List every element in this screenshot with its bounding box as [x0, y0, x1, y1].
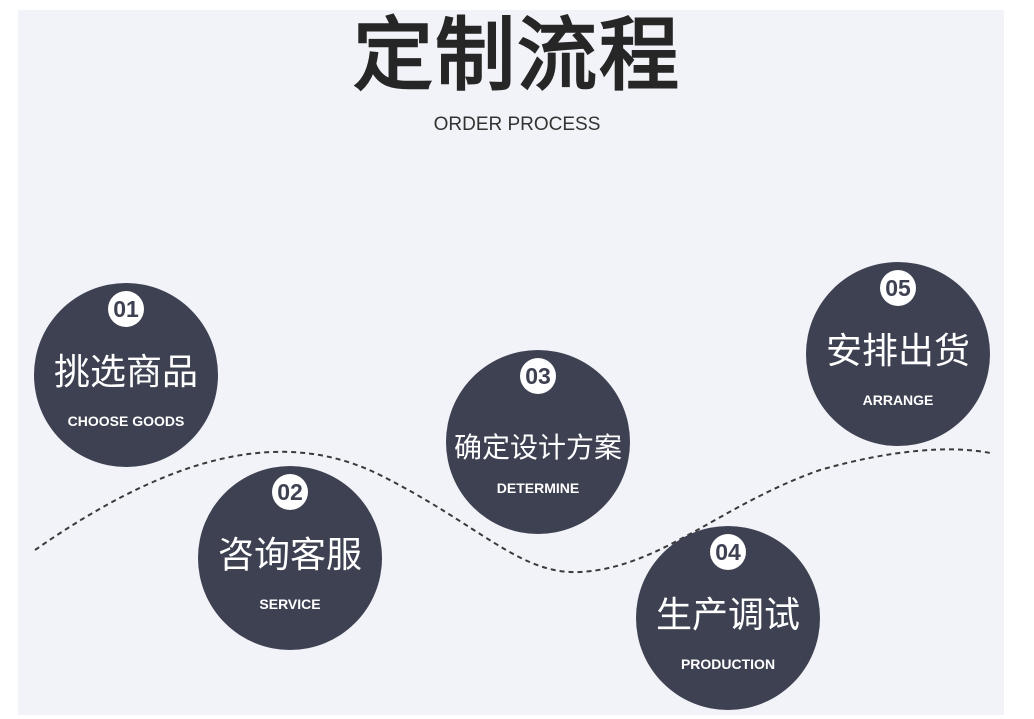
step-4-title-en: PRODUCTION [680, 656, 776, 672]
step-4-title-cn: 生产调试 [655, 595, 800, 636]
step-4-circle: 04 生产调试 PRODUCTION [636, 526, 820, 710]
step-5-circle: 05 安排出货 ARRANGE [806, 262, 990, 446]
step-3-title-en: DETERMINE [496, 480, 580, 496]
step-5-title-en: ARRANGE [862, 392, 934, 408]
step-3-title-cn: 确定设计方案 [453, 431, 622, 464]
step-3-circle: 03 确定设计方案 DETERMINE [446, 350, 630, 534]
step-5-title-cn: 安排出货 [825, 331, 970, 372]
step-1-title-en: CHOOSE GOODS [67, 413, 185, 429]
step-3-number: 03 [520, 358, 556, 394]
step-4-number: 04 [710, 534, 746, 570]
step-2-number: 02 [272, 474, 308, 510]
step-2-title-cn: 咨询客服 [217, 535, 362, 576]
page-title: 定制流程 [353, 9, 681, 102]
page-subtitle: ORDER PROCESS [433, 114, 601, 135]
step-2-circle: 02 咨询客服 SERVICE [198, 466, 382, 650]
step-2-title-en: SERVICE [259, 596, 321, 612]
step-1-circle: 01 挑选商品 CHOOSE GOODS [34, 283, 218, 467]
step-5-number: 05 [880, 270, 916, 306]
step-1-number: 01 [108, 291, 144, 327]
step-1-title-cn: 挑选商品 [53, 352, 198, 393]
